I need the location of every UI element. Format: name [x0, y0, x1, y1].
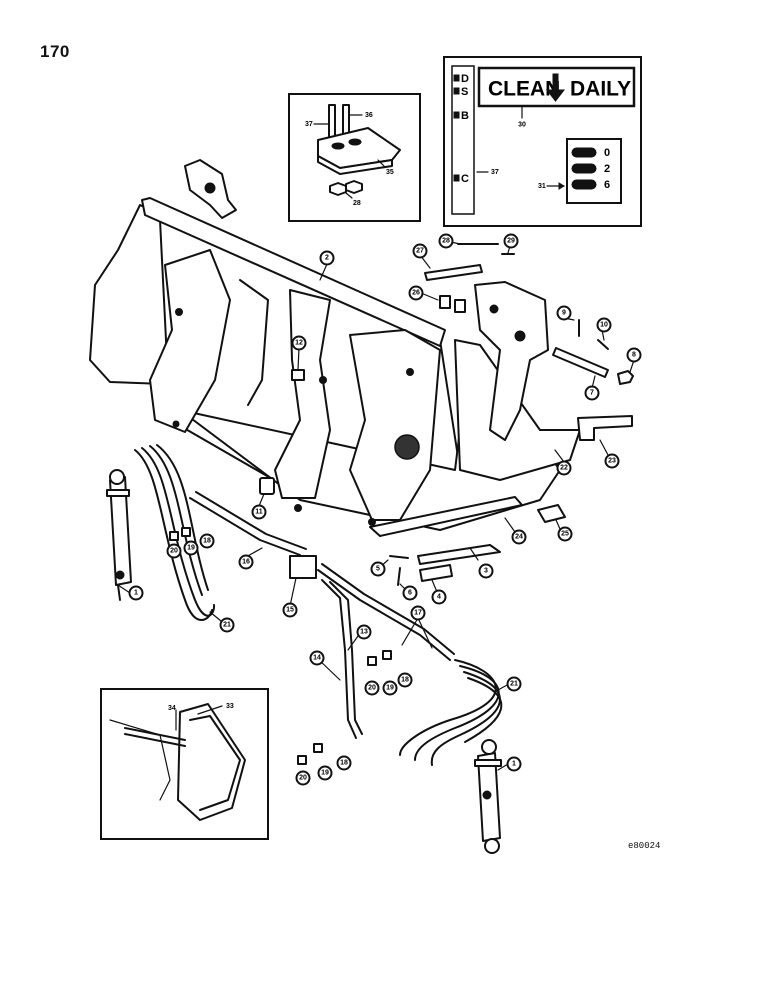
- callout-25: 25: [561, 531, 569, 538]
- callout-17: 17: [414, 610, 422, 617]
- cutting-edge: [369, 496, 523, 537]
- callout-28: 28: [442, 238, 450, 245]
- edge-guard: [177, 703, 246, 821]
- manufacturer-emblem: [394, 434, 420, 460]
- callout-5: 5: [376, 566, 380, 573]
- callout-21-left: 21: [223, 622, 231, 629]
- callout-14: 14: [313, 655, 321, 662]
- callout-36: 36: [365, 112, 373, 119]
- right-hydraulic-cylinder: [474, 739, 502, 854]
- loader-bucket: [89, 159, 581, 531]
- bucket-tooth: [417, 544, 501, 565]
- valve-block: [289, 555, 317, 579]
- callout-4: 4: [437, 594, 441, 601]
- decal-clean-text: CLEAN: [488, 78, 560, 101]
- hinge-pin: [552, 347, 609, 378]
- callout-7: 7: [590, 390, 594, 397]
- hydraulic-tube-14: [321, 579, 357, 739]
- callout-21-right: 21: [510, 681, 518, 688]
- callout-6: 6: [408, 590, 412, 597]
- callout-11: 11: [255, 509, 263, 516]
- callout-23: 23: [608, 458, 616, 465]
- hydraulic-tube-16: [189, 497, 301, 556]
- callout-35: 35: [386, 169, 394, 176]
- arrow-down-icon: [545, 73, 566, 102]
- page-number: 170: [40, 42, 70, 61]
- wear-plate: [537, 504, 566, 523]
- decal-tag-d: D: [461, 73, 469, 85]
- callout-20-left: 20: [170, 548, 178, 555]
- hydraulic-tube-17: [317, 569, 451, 661]
- callout-37-inset: 37: [305, 121, 313, 128]
- bucket-top-edge: [141, 197, 446, 347]
- bushing: [259, 477, 275, 495]
- gauge-value-2: 2: [604, 163, 610, 175]
- pivot-pin: [424, 264, 483, 281]
- callout-13: 13: [360, 629, 368, 636]
- decal-daily-text: DAILY: [570, 78, 631, 101]
- callout-2: 2: [325, 255, 329, 262]
- decal-tag-b: B: [461, 110, 469, 122]
- callout-18-middle: 18: [401, 677, 409, 684]
- callout-28-inset: 28: [353, 200, 361, 207]
- decal-tag-c: C: [461, 173, 469, 185]
- side-cutter: [577, 415, 633, 441]
- left-hydraulic-cylinder: [106, 469, 132, 601]
- callout-1-left: 1: [134, 590, 138, 597]
- callout-24: 24: [515, 534, 523, 541]
- callout-16: 16: [242, 559, 250, 566]
- callout-9: 9: [562, 310, 566, 317]
- callout-33: 33: [226, 703, 234, 710]
- callout-10: 10: [600, 322, 608, 329]
- decal-part-30: 30: [518, 122, 526, 129]
- inset-bolt-plate-detail: 37 36 35 28: [288, 93, 421, 222]
- inset-edge-detail: 33 34: [100, 688, 269, 840]
- hose-left-1: [134, 449, 213, 621]
- grease-fitting: [617, 370, 634, 385]
- gauge-value-6: 6: [604, 179, 610, 191]
- callout-12: 12: [295, 340, 303, 347]
- callout-34: 34: [168, 705, 176, 712]
- callout-8: 8: [632, 352, 636, 359]
- inset-decal-panel: D S B C CLEAN DAILY 30 0 2 6 37 31: [443, 56, 642, 227]
- callout-22: 22: [560, 465, 568, 472]
- rib-center: [274, 289, 331, 499]
- callout-1-right: 1: [512, 761, 516, 768]
- callout-15: 15: [286, 607, 294, 614]
- callout-18-left: 18: [203, 538, 211, 545]
- callouts: 2 3 4 5 6 7 8 9 10 11 12 13 14 15 16 17 …: [117, 233, 642, 786]
- callout-20-bottom: 20: [299, 775, 307, 782]
- callout-19-bottom: 19: [321, 770, 329, 777]
- decal-part-37: 37: [491, 169, 499, 176]
- callout-20-middle: 20: [368, 685, 376, 692]
- callout-18-bottom: 18: [340, 760, 348, 767]
- hose-right-1: [399, 659, 497, 756]
- callout-26: 26: [412, 290, 420, 297]
- right-mount-bracket: [474, 281, 549, 441]
- rib-left: [149, 249, 231, 433]
- reference-code: e80024: [628, 841, 661, 851]
- gauge-value-0: 0: [604, 147, 610, 159]
- callout-19-left: 19: [187, 545, 195, 552]
- callout-27: 27: [416, 248, 424, 255]
- decal-tag-s: S: [461, 86, 468, 98]
- callout-19-middle: 19: [386, 685, 394, 692]
- callout-29: 29: [507, 238, 515, 245]
- decal-part-31: 31: [538, 183, 546, 190]
- callout-3: 3: [484, 568, 488, 575]
